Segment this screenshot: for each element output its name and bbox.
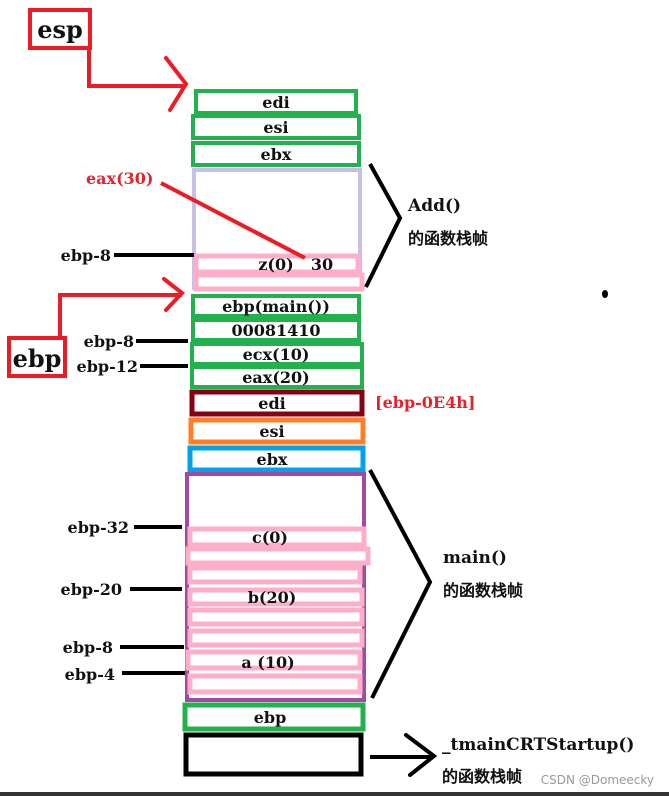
- a-text: a (10): [241, 653, 294, 672]
- c-cell: [187, 526, 367, 548]
- pad-cell-5: [187, 673, 363, 695]
- add-esi-cell: [191, 114, 361, 140]
- main-esi-text: esi: [259, 422, 284, 441]
- esp-label: esp: [37, 15, 83, 44]
- add-edi-text: edi: [262, 93, 289, 112]
- return-addr-cell: [191, 318, 361, 342]
- main-edi-cell: [189, 389, 365, 417]
- eax-text: eax(20): [242, 368, 310, 387]
- main-ebx-text: ebx: [257, 450, 288, 469]
- bottom-bar: [0, 792, 669, 796]
- main-ebx-cell: [187, 445, 366, 473]
- b-cell: [187, 587, 365, 607]
- add-frame-subtitle: 的函数栈帧: [408, 229, 488, 248]
- b-text: b(20): [248, 588, 297, 607]
- watermark: CSDN @Domeecky: [541, 773, 654, 787]
- add-pad-cell: [193, 272, 365, 292]
- add-frame-title: Add(): [407, 196, 461, 216]
- b-offset-label: ebp-20: [61, 580, 122, 599]
- z-offset-label: ebp-8: [61, 246, 111, 265]
- ecx-offset-label: ebp-8: [84, 332, 134, 351]
- c-offset-label: ebp-32: [68, 518, 129, 537]
- pad-cell-1: [185, 546, 371, 566]
- esp-arrow-line: [87, 48, 186, 88]
- startup-frame-title: _tmainCRTStartup(): [442, 735, 634, 755]
- esp-arrow-head: [164, 56, 189, 112]
- eax-30-annotation: eax(30): [86, 169, 154, 188]
- add-ebx-text: ebx: [261, 145, 292, 164]
- c-text: c(0): [252, 528, 288, 547]
- ebp-main-text: ebp(main()): [222, 297, 330, 316]
- z-value: 30: [311, 255, 333, 274]
- a-top-offset-label: ebp-8: [63, 638, 113, 657]
- return-addr-text: 00081410: [231, 321, 320, 340]
- ebp-label: ebp: [13, 344, 62, 373]
- main-edi-text: edi: [258, 394, 285, 413]
- stray-dot: [602, 290, 608, 298]
- startup-frame-cell: [183, 732, 364, 777]
- ebp-pointer-box: [7, 336, 67, 378]
- add-z-cell: [193, 253, 361, 275]
- main-ebp-cell: [182, 702, 366, 732]
- pad-cell-2: [187, 565, 363, 585]
- add-esi-text: esi: [263, 118, 288, 137]
- z-label: z(0): [258, 255, 293, 274]
- pad-cell-4: [187, 628, 365, 648]
- main-frame-title: main(): [443, 548, 507, 568]
- eax-offset-label: ebp-12: [77, 357, 138, 376]
- a-offset-label: ebp-4: [65, 665, 115, 684]
- esp-pointer-box: [28, 8, 92, 50]
- main-frame-subtitle: 的函数栈帧: [443, 581, 523, 600]
- add-edi-cell: [194, 89, 358, 115]
- ecx-cell: [190, 342, 364, 366]
- pad-cell-3: [187, 607, 365, 627]
- eax-cell: [190, 365, 364, 389]
- add-ebx-cell: [191, 141, 361, 167]
- a-cell: [185, 649, 363, 671]
- main-frame-brace: [368, 469, 433, 699]
- main-esi-cell: [188, 417, 366, 445]
- ebp-main-cell: [191, 294, 361, 318]
- edi-offset-annotation: [ebp-0E4h]: [375, 393, 475, 412]
- startup-arrow-head: [404, 733, 438, 777]
- add-frame-brace: [364, 163, 403, 288]
- ebp-arrow-head: [162, 277, 185, 312]
- startup-frame-subtitle: 的函数栈帧: [442, 767, 522, 786]
- main-ebp-text: ebp: [254, 708, 287, 727]
- ecx-text: ecx(10): [243, 345, 310, 364]
- ebp-arrow-line: [58, 293, 182, 351]
- eax-to-z-arrow: [160, 181, 306, 260]
